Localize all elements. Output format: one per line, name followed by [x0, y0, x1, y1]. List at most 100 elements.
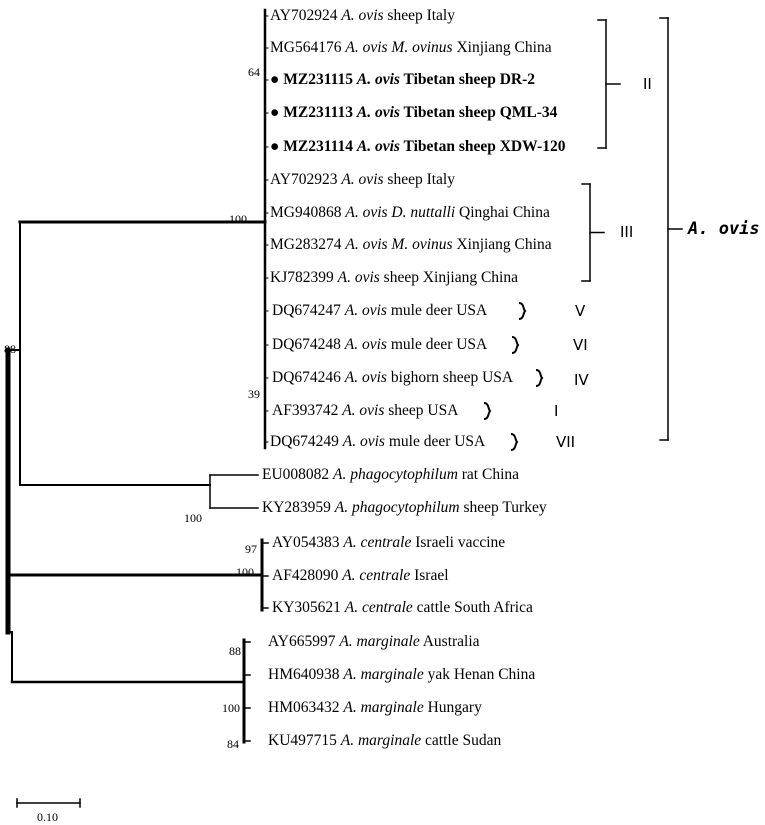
species-name: A. marginale: [343, 666, 424, 683]
genotype-label-iii: III: [620, 223, 634, 241]
taxon-label-hm063432: HM063432 A. marginale Hungary: [268, 699, 482, 717]
accession-number: MG940868: [270, 204, 346, 221]
host-location: sheep USA: [384, 402, 459, 419]
bootstrap-value: 97: [245, 542, 257, 556]
accession-number: MZ231113: [283, 104, 357, 121]
accession-number: AF428090: [272, 567, 343, 584]
bootstrap-value: 39: [248, 387, 260, 401]
sample-marker-icon: ●: [270, 138, 284, 155]
taxon-label-ky305621: KY305621 A. centrale cattle South Africa: [272, 599, 533, 617]
host-location: Tibetan sheep QML-34: [399, 104, 558, 121]
species-name: A. ovis: [337, 269, 380, 286]
genotype-label-ii: II: [643, 75, 652, 93]
accession-number: KY283959: [262, 499, 335, 516]
accession-number: EU008082: [262, 466, 334, 483]
scale-bar-label: 0.10: [37, 810, 58, 824]
taxon-label-dq674247: DQ674247 A. ovis mule deer USA: [272, 302, 487, 320]
brace-genotype-IV: [535, 369, 544, 387]
host-location: bighorn sheep USA: [386, 369, 514, 386]
species-name: A. phagocytophilum: [334, 499, 460, 516]
bootstrap-value: 100: [222, 701, 240, 715]
brace-genotype-V: [518, 302, 527, 320]
species-name: A. ovis: [344, 336, 387, 353]
host-location: Tibetan sheep DR-2: [399, 71, 536, 88]
taxon-label-ay054383: AY054383 A. centrale Israeli vaccine: [272, 534, 505, 552]
accession-number: MG564176: [270, 39, 346, 56]
bootstrap-value: 84: [227, 737, 239, 751]
host-location: Tibetan sheep XDW-120: [399, 138, 566, 155]
host-location: Australia: [419, 633, 480, 650]
accession-number: AF393742: [272, 402, 343, 419]
host-location: rat China: [457, 466, 520, 483]
species-name: A. ovis M. ovinus: [345, 39, 453, 56]
accession-number: AY054383: [272, 534, 344, 551]
bootstrap-value: 64: [248, 65, 260, 79]
taxon-label-ay702923: AY702923 A. ovis sheep Italy: [270, 171, 455, 189]
accession-number: MG283274: [270, 236, 346, 253]
taxon-label-mg564176: MG564176 A. ovis M. ovinus Xinjiang Chin…: [270, 39, 552, 57]
genotype-label-iv: IV: [574, 371, 589, 389]
species-name: A. centrale: [343, 534, 412, 551]
species-name: A. marginale: [339, 633, 420, 650]
bootstrap-value: 100: [184, 511, 202, 525]
genotype-label-i: I: [554, 402, 559, 420]
taxon-label-ky283959: KY283959 A. phagocytophilum sheep Turkey: [262, 499, 547, 517]
genotype-label-v: V: [575, 302, 586, 320]
taxon-label-hm640938: HM640938 A. marginale yak Henan China: [268, 666, 535, 684]
species-name: A. ovis D. nuttalli: [345, 204, 456, 221]
accession-number: KJ782399: [270, 269, 338, 286]
accession-number: MZ231114: [283, 138, 357, 155]
host-location: Israel: [410, 567, 449, 584]
taxon-label-af428090: AF428090 A. centrale Israel: [272, 567, 449, 585]
species-name: A. centrale: [342, 567, 411, 584]
sample-marker-icon: ●: [270, 71, 284, 88]
accession-number: MZ231115: [283, 71, 357, 88]
taxon-label-kj782399: KJ782399 A. ovis sheep Xinjiang China: [270, 269, 518, 287]
host-location: cattle Sudan: [421, 732, 502, 749]
host-location: Xinjiang China: [452, 236, 552, 253]
species-group-label: A. ovis: [688, 219, 760, 239]
host-location: Israeli vaccine: [411, 534, 506, 551]
accession-number: DQ674249: [270, 433, 343, 450]
accession-number: HM640938: [268, 666, 344, 683]
species-name: A. ovis: [344, 369, 387, 386]
taxon-label-ay665997: AY665997 A. marginale Australia: [268, 633, 480, 651]
brace-genotype-VII: [510, 433, 519, 451]
host-location: cattle South Africa: [412, 599, 533, 616]
host-location: sheep Xinjiang China: [379, 269, 518, 286]
host-location: Hungary: [423, 699, 482, 716]
accession-number: DQ674247: [272, 302, 345, 319]
taxon-label-mg940868: MG940868 A. ovis D. nuttalli Qinghai Chi…: [270, 204, 550, 222]
taxon-label-eu008082: EU008082 A. phagocytophilum rat China: [262, 466, 519, 484]
species-name: A. ovis M. ovinus: [345, 236, 453, 253]
taxon-label-dq674248: DQ674248 A. ovis mule deer USA: [272, 336, 487, 354]
host-location: mule deer USA: [384, 433, 486, 450]
accession-number: AY702924: [270, 7, 342, 24]
species-name: A. ovis: [344, 302, 387, 319]
accession-number: KY305621: [272, 599, 345, 616]
taxon-label-mz231114: ● MZ231114 A. ovis Tibetan sheep XDW-120: [270, 138, 565, 156]
accession-number: HM063432: [268, 699, 344, 716]
host-location: mule deer USA: [386, 336, 488, 353]
brace-genotype-I: [483, 402, 492, 420]
genotype-label-vi: VI: [573, 336, 588, 354]
host-location: Xinjiang China: [452, 39, 552, 56]
species-name: A. ovis: [341, 171, 384, 188]
species-name: A. phagocytophilum: [333, 466, 458, 483]
taxon-label-mz231113: ● MZ231113 A. ovis Tibetan sheep QML-34: [270, 104, 557, 122]
host-location: yak Henan China: [423, 666, 536, 683]
brace-genotype-VI: [511, 336, 520, 354]
accession-number: DQ674248: [272, 336, 345, 353]
sample-marker-icon: ●: [270, 104, 284, 121]
host-location: sheep Turkey: [459, 499, 547, 516]
bootstrap-value: 100: [229, 212, 247, 226]
taxon-label-af393742: AF393742 A. ovis sheep USA: [272, 402, 458, 420]
taxon-label-dq674249: DQ674249 A. ovis mule deer USA: [270, 433, 485, 451]
species-name: A. ovis: [356, 104, 400, 121]
taxon-label-mz231115: ● MZ231115 A. ovis Tibetan sheep DR-2: [270, 71, 535, 89]
taxon-label-dq674246: DQ674246 A. ovis bighorn sheep USA: [272, 369, 513, 387]
accession-number: KU497715: [268, 732, 341, 749]
bootstrap-value: 88: [4, 342, 16, 356]
species-name: A. centrale: [344, 599, 413, 616]
